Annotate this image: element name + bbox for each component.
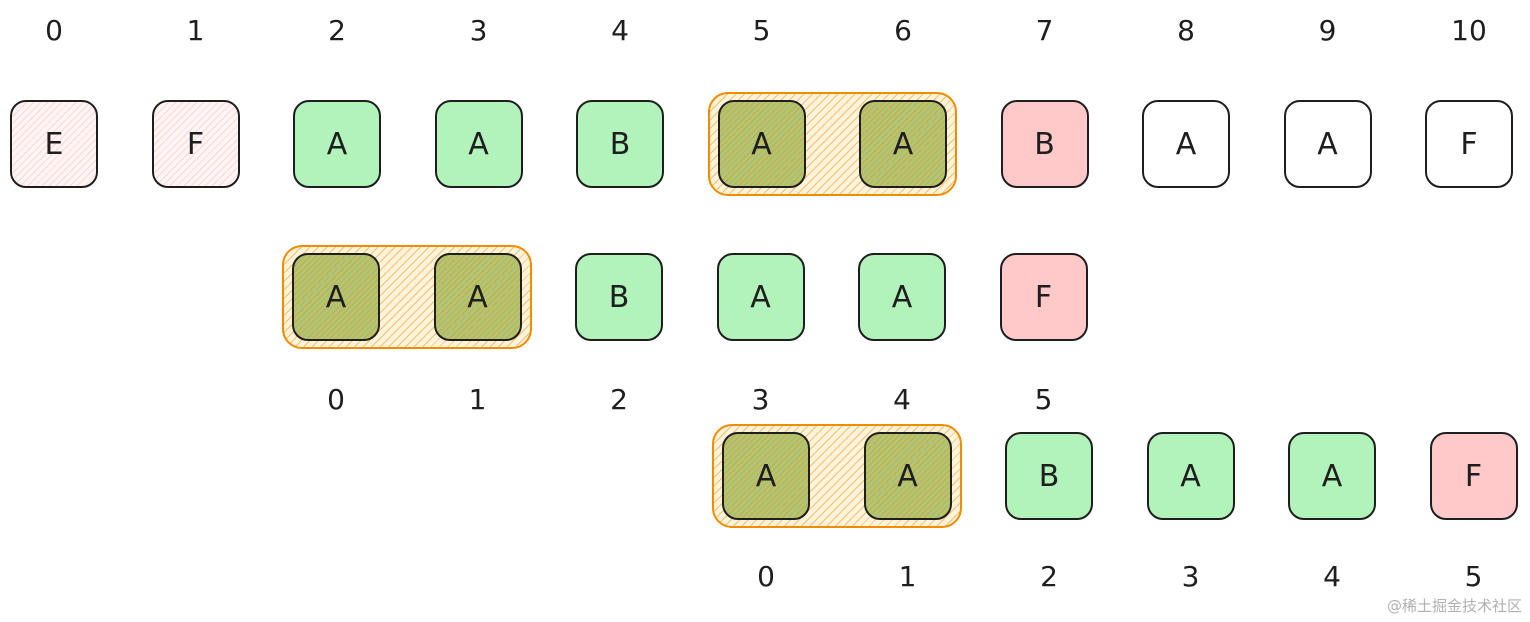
char-cell-row-1: B [575,253,663,341]
char-cell-row-0: E [10,100,98,188]
char-cell-row-0: A [1283,100,1372,188]
index-label-row-0: 5 [752,14,771,47]
char-cell-row-2: A [1288,432,1376,520]
index-label-row-2: 3 [1181,560,1200,593]
watermark: @稀土掘金技术社区 [1386,597,1522,615]
char-cell-row-0: A [434,100,523,188]
char-cell-row-2: B [1005,432,1093,520]
char-cell-row-0: A [717,100,806,188]
char-cell-row-2: A [722,432,810,520]
index-label-row-0: 2 [328,14,346,47]
index-label-row-1: 1 [468,383,487,416]
index-label-row-0: 10 [1451,14,1487,47]
index-label-row-1: 2 [610,383,628,416]
index-label-row-1: 0 [327,383,345,416]
index-label-row-1: 3 [751,383,770,416]
index-label-row-1: 5 [1034,383,1053,416]
index-label-row-0: 9 [1318,14,1337,47]
char-cell-row-0: A [859,100,947,188]
char-cell-row-1: F [999,253,1088,341]
index-label-row-1: 4 [893,383,911,416]
char-cell-row-0: F [151,100,240,188]
char-cell-row-0: A [1142,100,1230,188]
index-label-row-0: 6 [894,14,912,47]
index-label-row-0: 7 [1035,14,1054,47]
index-label-row-2: 1 [898,560,917,593]
char-cell-row-1: A [433,253,522,341]
char-cell-row-2: A [863,432,952,520]
index-label-row-2: 2 [1040,560,1058,593]
index-label-row-0: 3 [469,14,488,47]
index-label-row-0: 8 [1177,14,1195,47]
index-label-row-0: 4 [611,14,629,47]
char-cell-row-1: A [292,253,380,341]
char-cell-row-1: A [858,253,946,341]
index-label-row-0: 0 [45,14,63,47]
index-label-row-2: 4 [1323,560,1341,593]
char-cell-row-1: A [716,253,805,341]
char-cell-row-2: A [1146,432,1235,520]
index-label-row-0: 1 [186,14,205,47]
index-label-row-2: 0 [757,560,775,593]
char-cell-row-0: B [576,100,664,188]
index-label-row-2: 5 [1464,560,1483,593]
char-cell-row-0: B [1000,100,1089,188]
char-cell-row-0: F [1425,100,1513,188]
char-cell-row-0: A [293,100,381,188]
char-cell-row-2: F [1429,432,1518,520]
